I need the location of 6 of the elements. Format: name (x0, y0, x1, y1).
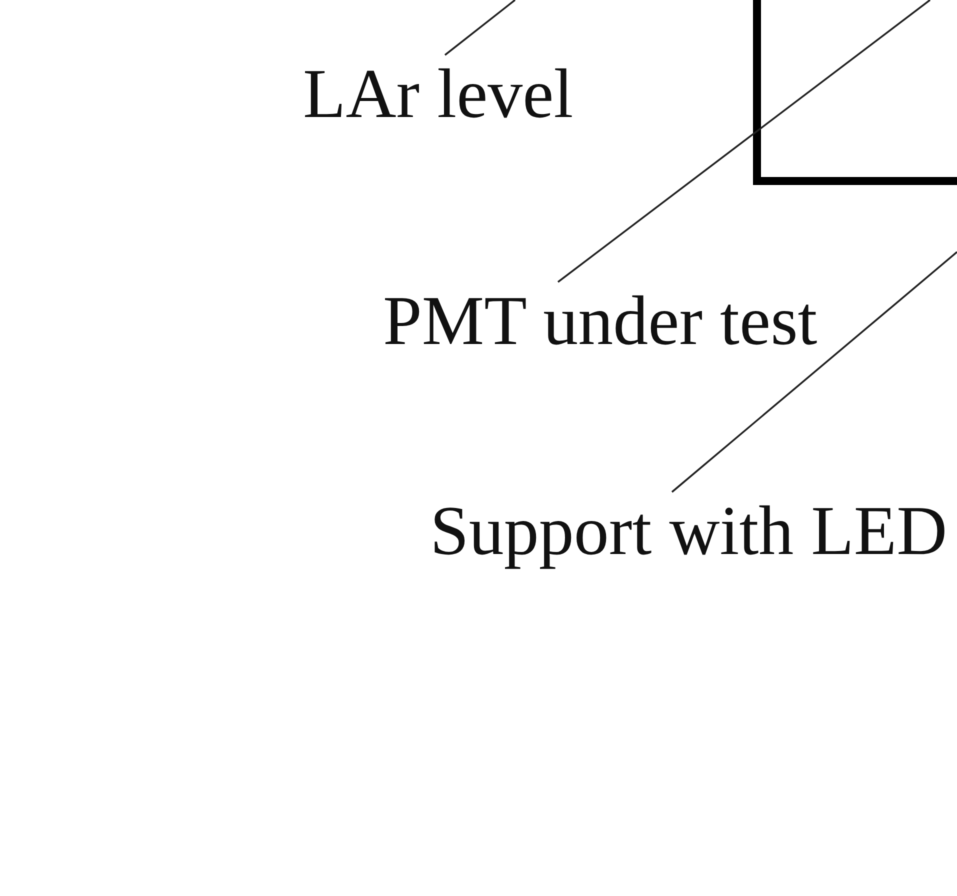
part-label: Support with LED (430, 492, 948, 572)
leader-line (444, 0, 516, 56)
leader-line (671, 251, 957, 493)
part-label: LAr level (303, 55, 574, 135)
leader-line (557, 0, 931, 283)
part-label: PMT under test (383, 282, 818, 362)
